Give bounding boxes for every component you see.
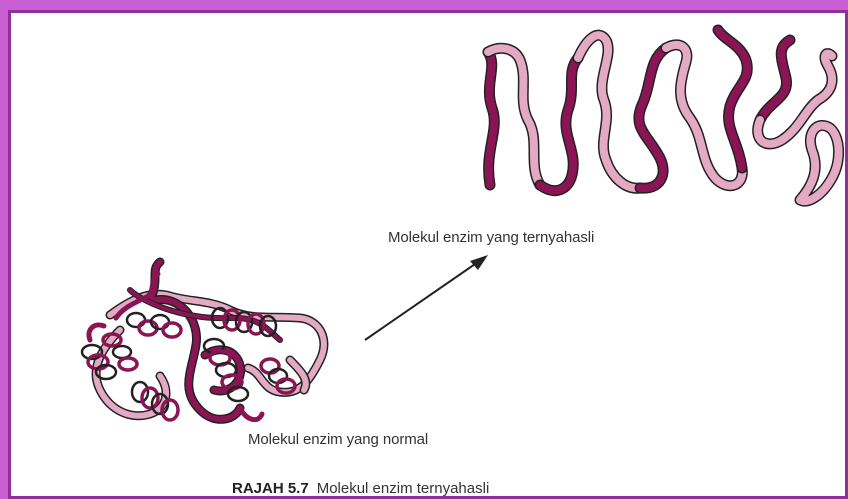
denatured-strand-1 — [488, 48, 540, 185]
figure-caption: RAJAH 5.7 Molekul enzim ternyahasli — [232, 480, 489, 497]
denatured-strand-2 — [540, 35, 640, 190]
normal-enzyme-label: Molekul enzim yang normal — [248, 431, 428, 448]
normal-enzyme — [82, 262, 324, 420]
denatured-enzyme — [488, 30, 839, 201]
figure-number: RAJAH 5.7 — [232, 480, 309, 497]
transition-arrow — [365, 255, 488, 340]
denatured-enzyme-label: Molekul enzim yang ternyahasli — [388, 229, 594, 246]
figure-caption-text: Molekul enzim ternyahasli — [317, 480, 490, 497]
denatured-strand-4 — [718, 30, 839, 201]
